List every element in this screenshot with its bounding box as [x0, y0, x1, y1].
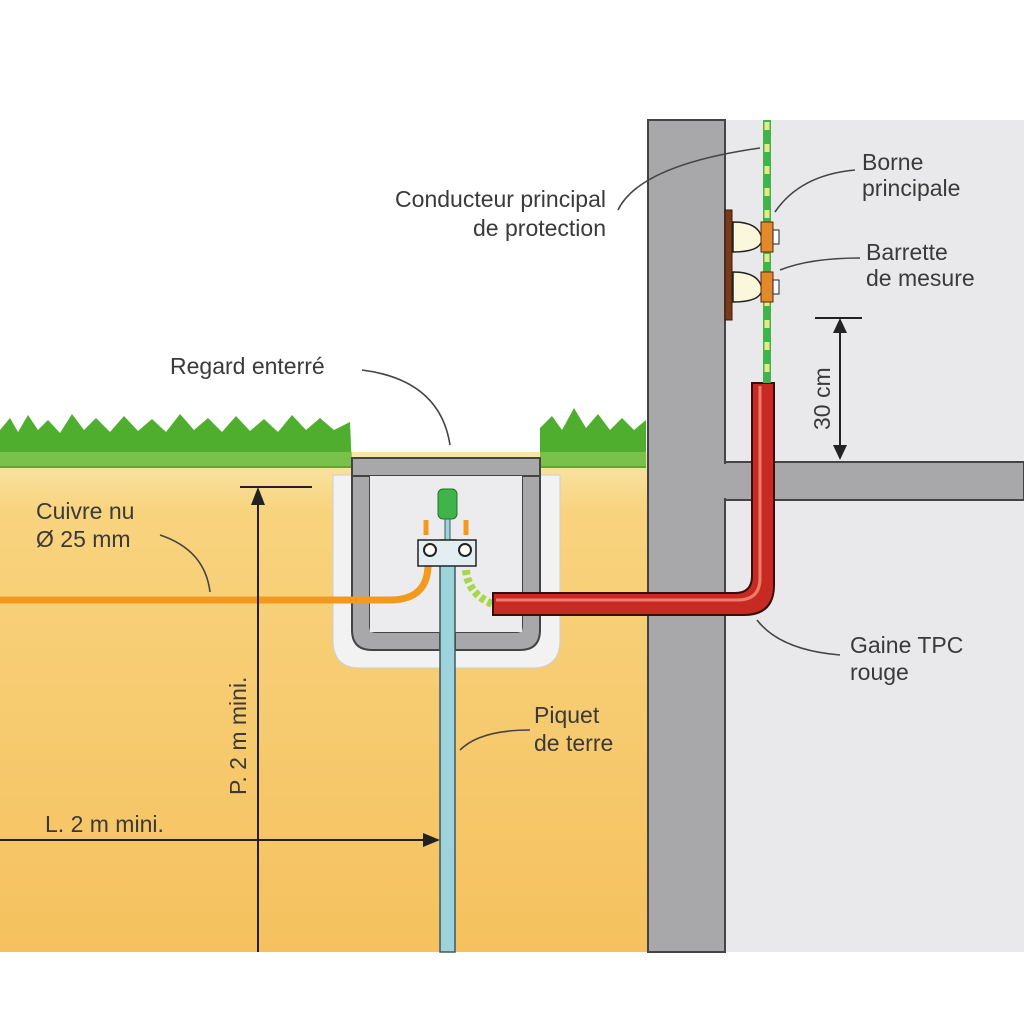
- leader-gaine: [756, 619, 841, 656]
- label-regard: Regard enterré: [170, 353, 325, 379]
- label-borne-2: principale: [862, 175, 960, 201]
- rod-clamp: [417, 539, 477, 567]
- label-conducteur-1: Conducteur principal: [395, 186, 606, 212]
- label-cuivre-2: Ø 25 mm: [36, 526, 131, 552]
- rod-cap: [437, 488, 458, 520]
- leader-barrette: [779, 257, 861, 271]
- grass: [0, 408, 646, 468]
- earth-rod: [439, 539, 456, 953]
- height-dimension: [815, 317, 862, 460]
- label-length: L. 2 m mini.: [45, 811, 164, 837]
- leader-cuivre: [159, 534, 211, 593]
- red-sheath: [492, 382, 775, 616]
- label-barrette-1: Barrette: [866, 239, 948, 265]
- label-piquet-1: Piquet: [534, 702, 600, 728]
- label-depth: P. 2 m mini.: [225, 677, 251, 795]
- label-cuivre-1: Cuivre nu: [36, 498, 134, 524]
- label-conducteur-2: de protection: [473, 215, 606, 241]
- depth-dimension: [240, 486, 312, 952]
- label-barrette-2: de mesure: [866, 265, 975, 291]
- label-gaine-1: Gaine TPC: [850, 632, 963, 658]
- label-gaine-2: rouge: [850, 659, 909, 685]
- green-yellow-link: [462, 569, 497, 609]
- wall: [647, 119, 726, 953]
- label-height: 30 cm: [809, 367, 835, 430]
- leader-regard: [361, 369, 451, 446]
- length-dimension: [0, 833, 440, 847]
- copper-wire: [0, 559, 432, 604]
- leader-conducteur: [617, 147, 761, 211]
- terminal-assembly: [724, 209, 780, 321]
- label-borne-1: Borne: [862, 149, 923, 175]
- leader-piquet: [459, 729, 531, 751]
- label-piquet-2: de terre: [534, 730, 613, 756]
- leader-borne: [774, 169, 856, 213]
